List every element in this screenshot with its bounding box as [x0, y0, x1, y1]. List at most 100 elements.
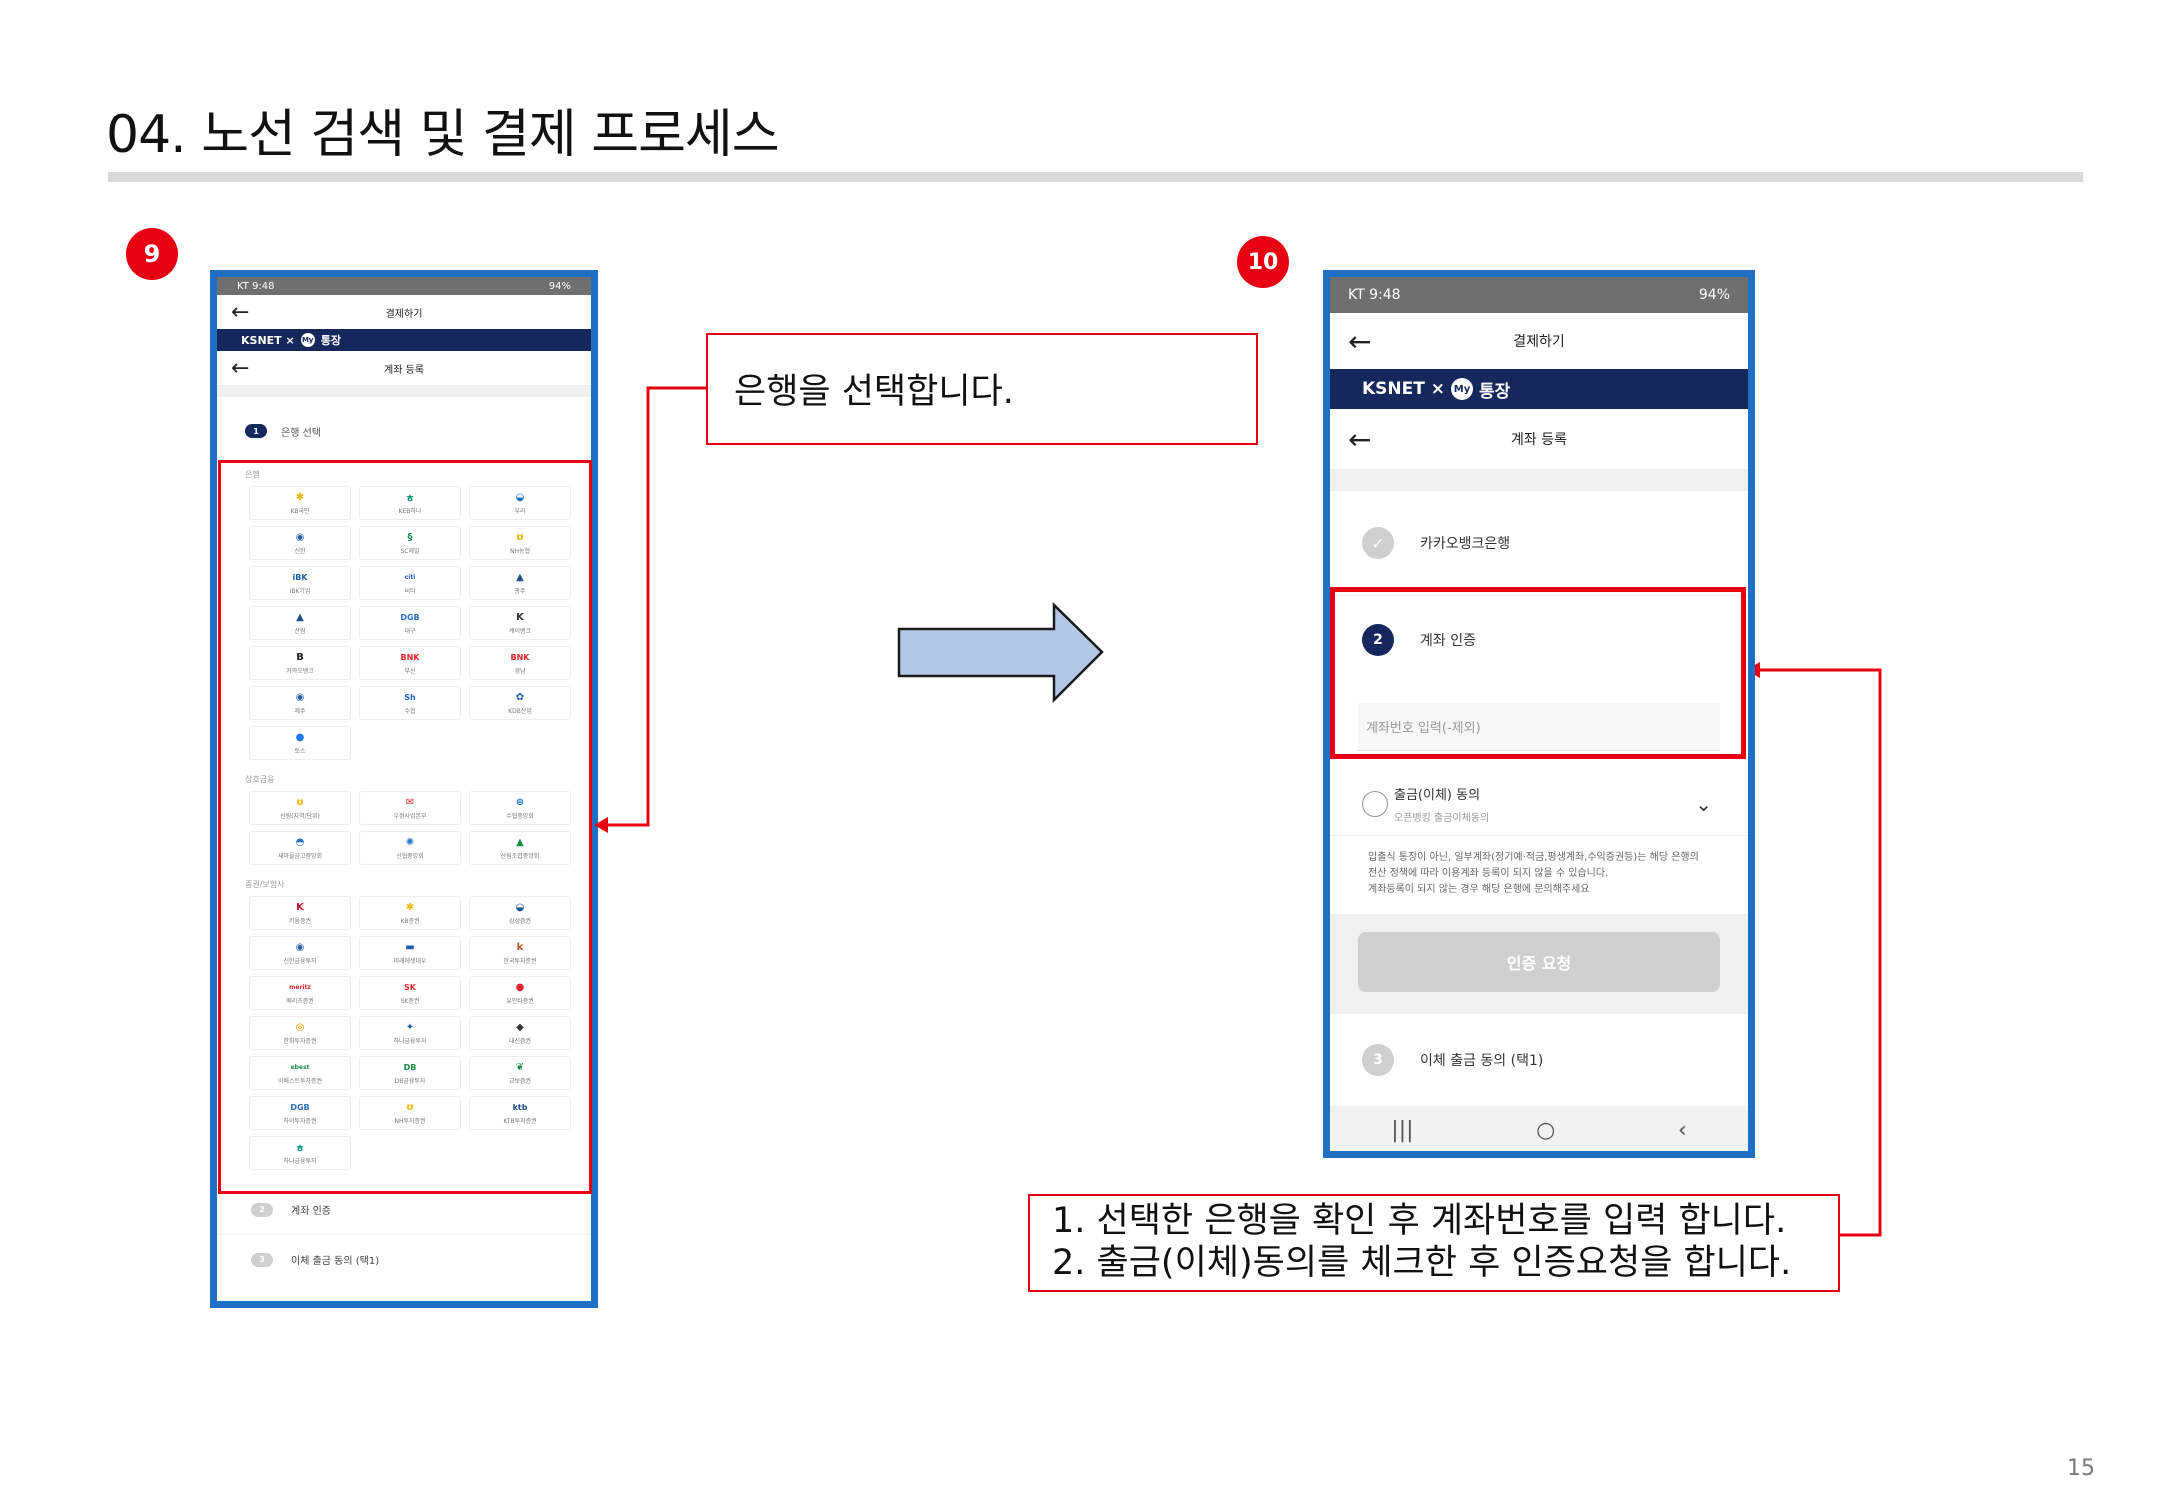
bank-name: NH투자증권 [394, 1117, 426, 1125]
ksnet-banner: KSNET × My 통장 [217, 329, 591, 351]
auth-request-button[interactable]: 인증 요청 [1358, 932, 1720, 992]
bank-name: 키움증권 [288, 917, 312, 925]
step-number-badge: 3 [251, 1252, 273, 1267]
bank-option[interactable]: ◎한화투자증권 [249, 1016, 351, 1050]
bank-option[interactable]: ▬미래에셋대우 [359, 936, 461, 970]
bank-option[interactable]: ❦교보증권 [469, 1056, 571, 1090]
connector-callout2 [1758, 668, 1882, 1237]
consent-row[interactable]: 출금(이체) 동의 오픈뱅킹 출금이체동의 ⌄ [1330, 773, 1748, 835]
bank-name: 케이뱅크 [508, 627, 532, 635]
back-arrow-icon[interactable]: ← [1348, 324, 1372, 358]
bank-logo-icon: ⊜ [515, 797, 525, 808]
bank-name: 하나금융투자 [283, 1157, 317, 1165]
slide-title: 04. 노선 검색 및 결제 프로세스 [106, 105, 780, 165]
bank-name: 수협 [404, 707, 416, 715]
bank-option[interactable]: ⊜ 수협중앙회 [469, 791, 571, 825]
bank-logo-icon: ◎ [295, 1022, 305, 1033]
bank-name: 대신증권 [508, 1037, 532, 1045]
consent-title: 출금(이체) 동의 [1394, 788, 1481, 803]
bank-option[interactable]: §SC제일 [359, 526, 461, 560]
bank-name: KTB투자증권 [503, 1117, 537, 1125]
bank-option[interactable]: ✿KDB산업 [469, 686, 571, 720]
back-arrow-icon[interactable]: ← [231, 355, 250, 381]
bank-option[interactable]: ◒우리 [469, 486, 571, 520]
bank-option[interactable]: ✉우정사업본부 [359, 791, 461, 825]
bank-option[interactable]: ▲광주 [469, 566, 571, 600]
bank-name: 수협중앙회 [506, 812, 534, 820]
bank-name: 삼성증권 [508, 917, 532, 925]
bank-option[interactable]: ▲산림 [249, 606, 351, 640]
selected-bank-name: 카카오뱅크은행 [1420, 536, 1511, 552]
bank-logo-icon: ● [515, 982, 525, 993]
android-nav-bar: ||| ○ ‹ [1330, 1106, 1748, 1151]
bank-logo-icon: ▲ [296, 612, 304, 623]
bank-name: 카카오뱅크 [286, 667, 314, 675]
step1-bank-select-header: 1 은행 선택 [217, 397, 591, 465]
bank-option[interactable]: ◆대신증권 [469, 1016, 571, 1050]
back-arrow-icon[interactable]: ← [231, 299, 250, 325]
bank-option[interactable]: ◉신한금융투자 [249, 936, 351, 970]
page-number: 15 [2067, 1456, 2095, 1481]
account-number-input[interactable]: 계좌번호 입력(-제외) [1358, 703, 1720, 751]
bank-option[interactable]: ✦하나금융투자 [359, 1016, 461, 1050]
bank-option[interactable]: ✺신협중앙회 [359, 831, 461, 865]
bank-name: 하나금융투자 [393, 1037, 427, 1045]
back-nav-icon[interactable]: ‹ [1677, 1117, 1687, 1143]
bank-logo-icon: K [296, 902, 304, 913]
bank-logo-icon: ✱ [405, 902, 415, 913]
bank-option[interactable]: ◉제주 [249, 686, 351, 720]
bank-option[interactable]: ✱KB증권 [359, 896, 461, 930]
phone-screenshot-bank-select: KT 9:48 94% ← 결제하기 KSNET × My 통장 ← 계좌 등록… [210, 270, 598, 1308]
bank-logo-icon: ◒ [515, 902, 525, 913]
bank-logo-icon: ✉ [405, 797, 415, 808]
step-number-badge: 2 [251, 1202, 273, 1217]
section-gap [217, 385, 591, 397]
bank-option[interactable]: ✱KB국민 [249, 486, 351, 520]
bank-name: 메리츠증권 [286, 997, 314, 1005]
consent-radio[interactable] [1362, 791, 1388, 817]
step3-row[interactable]: 3 이체 출금 동의 (택1) [217, 1234, 591, 1284]
section-gap [1330, 469, 1748, 491]
step3-row[interactable]: 3 이체 출금 동의 (택1) [1330, 1014, 1748, 1106]
bank-option[interactable]: ◒ 삼성증권 [469, 896, 571, 930]
chevron-down-icon[interactable]: ⌄ [1695, 792, 1712, 816]
bank-option[interactable]: ◉신한 [249, 526, 351, 560]
my-badge-icon: My [1451, 378, 1474, 400]
bank-option[interactable]: ▲산림조합중앙회 [469, 831, 571, 865]
consent-subtitle: 오픈뱅킹 출금이체동의 [1394, 813, 1490, 824]
bank-option[interactable]: ◓새마을금고중앙회 [249, 831, 351, 865]
bank-logo-icon: ʊ [296, 797, 304, 808]
bank-logo-icon: DB [403, 1063, 417, 1072]
recent-apps-icon[interactable]: ||| [1391, 1117, 1414, 1143]
selected-bank-row[interactable]: ✓ 카카오뱅크은행 [1330, 491, 1748, 595]
bank-option[interactable]: ●토스 [249, 726, 351, 760]
home-icon[interactable]: ○ [1536, 1117, 1556, 1143]
bank-logo-icon: ✱ [295, 492, 305, 503]
top-app-bar-title: 결제하기 [385, 308, 423, 320]
back-arrow-icon[interactable]: ← [1348, 422, 1372, 456]
bank-option[interactable]: ●유안타증권 [469, 976, 571, 1010]
step2-row[interactable]: 2 계좌 인증 [217, 1184, 591, 1234]
bank-option[interactable]: K 키움증권 [249, 896, 351, 930]
